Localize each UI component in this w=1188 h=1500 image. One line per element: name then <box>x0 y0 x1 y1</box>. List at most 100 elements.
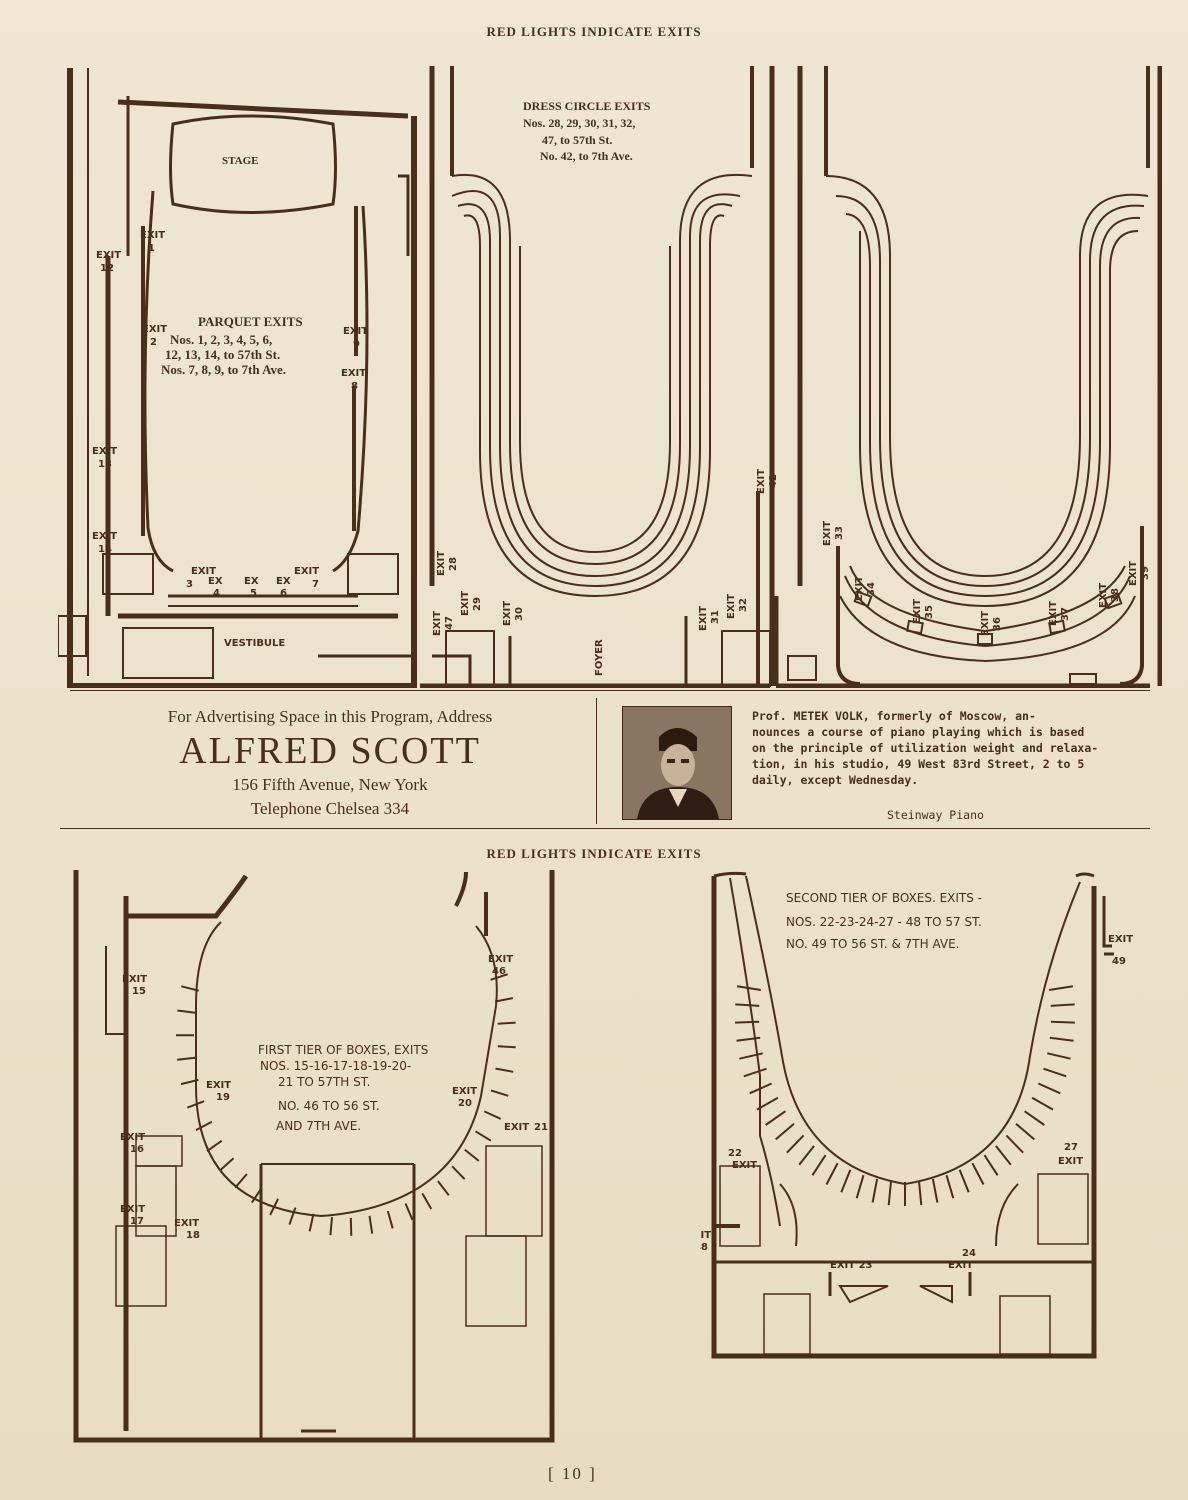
exit-24-number: 24 <box>962 1248 976 1259</box>
second-tier-line2: NOS. 22-23-24-27 - 48 TO 57 ST. <box>786 915 982 929</box>
exit-21-word: EXIT <box>504 1122 529 1133</box>
dress-circle-line1: Nos. 28, 29, 30, 31, 32, <box>523 116 635 130</box>
exit-30-word: EXIT <box>502 601 513 626</box>
second-tier-plan: SECOND TIER OF BOXES. EXITS - NOS. 22-23… <box>700 866 1160 1446</box>
first-tier-line4: NO. 46 TO 56 ST. <box>278 1099 380 1113</box>
exit-34-word: EXIT <box>854 576 865 601</box>
exit-13-number: 13 <box>98 459 112 470</box>
exit-18-number: 18 <box>186 1230 200 1241</box>
exit-4-number: 4 <box>213 588 220 599</box>
box-partition <box>995 1145 1012 1166</box>
exit-28-word: EXIT <box>436 551 447 576</box>
dress-circle-line2: 47, to 57th St. <box>542 133 612 147</box>
box-partition <box>739 1052 763 1060</box>
parquet-exits-line2: 12, 13, 14, to 57th St. <box>165 347 280 362</box>
dress-circle-plan: DRESS CIRCLE EXITS Nos. 28, 29, 30, 31, … <box>410 56 780 688</box>
exit-14-number: 14 <box>98 544 112 555</box>
first-tier-line2: NOS. 15-16-17-18-19-20- <box>260 1059 411 1073</box>
exit-3-number: 3 <box>186 579 193 590</box>
exit-39-number: 39 <box>1140 566 1151 580</box>
exit-33-word: EXIT <box>822 521 833 546</box>
exit-48-word: EXIT <box>700 1230 711 1241</box>
exit-23-label: EXIT 23 <box>830 1260 873 1271</box>
exit-14-word: EXIT <box>92 531 117 542</box>
exit-8-number: 8 <box>351 381 358 392</box>
exit-16-word: EXIT <box>120 1132 145 1143</box>
box-partition <box>825 1162 839 1185</box>
box-partition <box>945 1174 955 1199</box>
exit-5-number: 5 <box>250 588 257 599</box>
box-partition <box>288 1207 297 1225</box>
box-partition <box>437 1180 450 1196</box>
exit-15-word: EXIT <box>122 974 147 985</box>
box-partition <box>483 1110 502 1120</box>
box-partition <box>464 1148 480 1162</box>
box-partition <box>177 1009 196 1014</box>
exit-31-number: 31 <box>710 610 721 624</box>
exit-42-word: EXIT <box>756 469 767 494</box>
ad-line1: For Advertising Space in this Program, A… <box>167 707 493 726</box>
ad-phone: Telephone Chelsea 334 <box>250 799 410 818</box>
exit-19-number: 19 <box>216 1092 230 1103</box>
box-partition <box>404 1203 414 1221</box>
exit-38-word: EXIT <box>1098 583 1109 608</box>
box-partition <box>1047 1052 1071 1060</box>
exit-13-word: EXIT <box>92 446 117 457</box>
first-tier-line5: AND 7TH AVE. <box>276 1119 361 1133</box>
exit-49-number: 49 <box>1112 956 1126 967</box>
exit-32-number: 32 <box>738 598 749 612</box>
parquet-exits-title: PARQUET EXITS <box>198 314 303 329</box>
box-partition <box>180 1078 199 1086</box>
exit-1-number: 1 <box>148 243 155 254</box>
announcement-line1: Prof. METEK VOLK, formerly of Moscow, an… <box>752 709 1036 723</box>
stage-label: STAGE <box>222 155 258 167</box>
box-partition <box>421 1192 433 1210</box>
exit-28-number: 28 <box>448 557 459 571</box>
box-partition <box>186 1100 205 1109</box>
box-partition <box>1037 1082 1061 1095</box>
box-partition <box>1049 1036 1074 1042</box>
exit-6-word: EX <box>276 576 291 587</box>
announcement-line2: nounces a course of piano playing which … <box>752 725 1085 739</box>
balcony-plan: EXIT 33 EXIT 34 EXIT 35 EXIT 36 EXIT 37 … <box>770 56 1162 688</box>
parquet-exits-line3: Nos. 7, 8, 9, to 7th Ave. <box>161 362 286 377</box>
box-partition <box>490 1089 509 1097</box>
box-partition <box>786 1134 805 1154</box>
announcement-line5: daily, except Wednesday. <box>752 773 919 787</box>
exit-38-number: 38 <box>1110 588 1121 602</box>
box-partition <box>495 1067 514 1073</box>
exit-35-word: EXIT <box>912 599 923 624</box>
box-partition <box>308 1213 315 1232</box>
exit-46-word: EXIT <box>488 954 513 965</box>
box-partition <box>1015 1123 1035 1141</box>
exit-2-word: EXIT <box>142 324 167 335</box>
exit-49-word: EXIT <box>1108 934 1133 945</box>
announcement-line3: on the principle of utilization weight a… <box>752 741 1099 755</box>
exit-39-word: EXIT <box>1128 561 1139 586</box>
exit-21-number: 21 <box>534 1122 548 1133</box>
exit-24-word: EXIT <box>948 1260 973 1271</box>
exit-8-word: EXIT <box>341 368 366 379</box>
box-partition <box>743 1067 767 1078</box>
box-partition <box>798 1145 815 1166</box>
box-partition <box>1043 1067 1067 1078</box>
box-partition <box>983 1154 999 1176</box>
box-partition <box>971 1162 985 1185</box>
exit-17-word: EXIT <box>120 1204 145 1215</box>
box-partition <box>931 1178 939 1203</box>
exit-2-number: 2 <box>150 337 157 348</box>
vestibule-label: VESTIBULE <box>224 638 285 649</box>
box-partition <box>756 1096 779 1111</box>
announcement-line4: tion, in his studio, 49 West 83rd Street… <box>752 757 1085 771</box>
parquet-exits-line1: Nos. 1, 2, 3, 4, 5, 6, <box>170 332 272 347</box>
box-partition <box>329 1217 333 1236</box>
box-partition <box>735 1020 760 1024</box>
exit-15-number: 15 <box>132 986 146 997</box>
box-partition <box>1050 1020 1075 1024</box>
exit-47-word: EXIT <box>432 611 443 636</box>
exit-7-number: 7 <box>312 579 319 590</box>
box-partition <box>775 1123 795 1141</box>
exit-35-number: 35 <box>924 605 935 619</box>
box-partition <box>1031 1096 1054 1111</box>
